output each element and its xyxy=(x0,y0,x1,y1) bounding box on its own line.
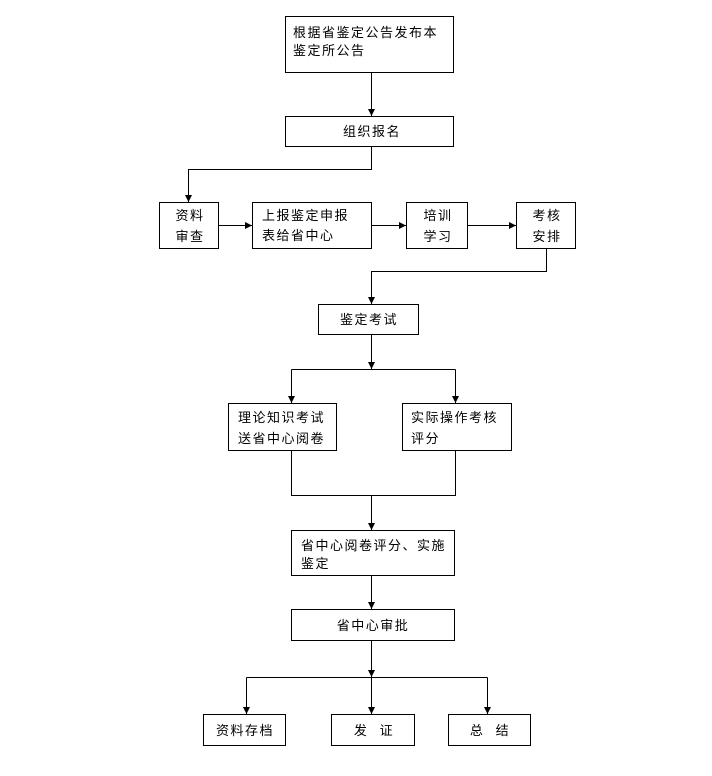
node-registration: 组织报名 xyxy=(285,116,454,147)
node-training: 培训 学习 xyxy=(406,202,468,249)
node-label-line: 总 结 xyxy=(470,724,510,739)
node-box xyxy=(516,202,576,249)
node-label-line: 学习 xyxy=(423,229,452,245)
node-label-line: 理论知识考试 xyxy=(238,410,325,426)
node-label-line: 资料 xyxy=(175,209,204,224)
node-box xyxy=(402,403,512,451)
node-appraisal-exam: 鉴定考试 xyxy=(318,304,419,335)
node-label-line: 送省中心阅卷 xyxy=(238,431,325,447)
node-label-line: 鉴定 xyxy=(301,557,330,572)
node-certificate: 发 证 xyxy=(331,714,415,746)
node-box xyxy=(291,530,455,576)
node-box xyxy=(291,609,455,641)
node-box xyxy=(203,714,286,746)
node-box xyxy=(448,714,531,746)
node-label-line: 实际操作考核 xyxy=(411,410,498,426)
node-box xyxy=(159,202,219,249)
arrow-registration-to-review xyxy=(185,146,372,202)
node-box xyxy=(228,403,337,451)
arrow-arrangement-to-exam xyxy=(368,248,547,304)
node-document-review: 资料 审查 xyxy=(159,202,219,249)
node-theory-exam: 理论知识考试 送省中心阅卷 xyxy=(228,403,337,451)
node-box xyxy=(406,202,468,249)
node-center-grading: 省中心阅卷评分、实施 鉴定 xyxy=(291,530,455,576)
node-box xyxy=(252,202,372,249)
node-archive: 资料存档 xyxy=(203,714,286,746)
node-box xyxy=(318,304,419,335)
node-label-line: 资料存档 xyxy=(216,724,274,739)
node-label-line: 评分 xyxy=(411,432,440,447)
node-exam-arrangement: 考核 安排 xyxy=(516,202,576,249)
node-label-line: 发 证 xyxy=(354,723,394,739)
node-center-approval: 省中心审批 xyxy=(291,609,455,641)
node-label-line: 表给省中心 xyxy=(262,229,335,244)
node-summary: 总 结 xyxy=(448,714,531,746)
node-submit-application: 上报鉴定申报 表给省中心 xyxy=(252,202,372,249)
node-label-line: 安排 xyxy=(532,230,561,245)
node-label-line: 组织报名 xyxy=(343,124,401,140)
node-label-line: 审查 xyxy=(175,230,204,245)
merge-line xyxy=(291,450,456,496)
node-label-line: 鉴定考试 xyxy=(340,313,398,328)
connectors xyxy=(185,72,547,714)
node-label-line: 鉴定所公告 xyxy=(293,44,366,59)
node-label-line: 考核 xyxy=(532,209,561,224)
node-label-line: 根据省鉴定公告发布本 xyxy=(293,25,438,41)
node-label-line: 培训 xyxy=(423,208,452,224)
node-box xyxy=(285,116,454,147)
node-publish-notice: 根据省鉴定公告发布本 鉴定所公告 xyxy=(285,16,454,73)
node-box xyxy=(331,714,415,746)
node-box xyxy=(285,16,454,73)
node-label-line: 省中心阅卷评分、实施 xyxy=(301,538,446,554)
node-label-line: 上报鉴定申报 xyxy=(262,209,349,224)
node-practical-exam: 实际操作考核 评分 xyxy=(402,403,512,451)
node-label-line: 省中心审批 xyxy=(337,619,410,634)
